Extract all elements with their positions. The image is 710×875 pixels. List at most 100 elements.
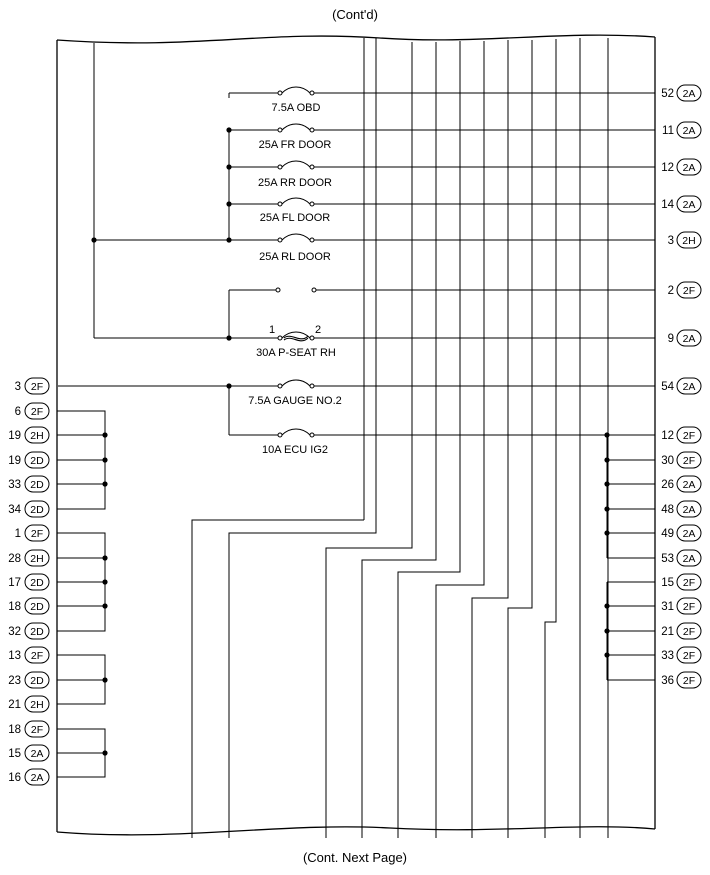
connector-code: 2A (683, 479, 696, 491)
terminal-pin: 36 (661, 675, 674, 687)
connector-badge (676, 671, 702, 689)
fuse-label: 10A ECU IG2 (262, 444, 328, 456)
fuse-label: 25A RR DOOR (258, 177, 332, 189)
connector-badge (676, 451, 702, 469)
pin-1-label: 1 (269, 324, 275, 336)
right-terminal: 36 2F (661, 671, 702, 689)
connector-badge (676, 121, 702, 139)
pass-through-wires (191, 38, 609, 838)
left-terminal: 6 2F (15, 402, 50, 420)
connector-code: 2F (31, 528, 43, 540)
connector-code: 2F (683, 601, 695, 613)
connector-code: 2F (683, 675, 695, 687)
connector-badge (676, 84, 702, 102)
pin-2-label: 2 (315, 324, 321, 336)
connector-code: 2A (683, 553, 696, 565)
connector-code: 2F (31, 406, 43, 418)
connector-badge (676, 281, 702, 299)
top-caption: (Cont'd) (332, 7, 378, 22)
fuse-7-5a-obd: 7.5A OBD (272, 86, 321, 114)
feed-wiring (58, 43, 232, 435)
connector-badge (676, 549, 702, 567)
terminal-pin: 30 (661, 455, 674, 467)
right-terminal: 3 2H (668, 231, 702, 249)
terminal-pin: 6 (15, 406, 21, 418)
terminal-pin: 32 (8, 626, 21, 638)
connector-badge (24, 646, 50, 664)
connector-code: 2A (683, 199, 696, 211)
connector-code: 2A (31, 772, 44, 784)
connector-badge (24, 377, 50, 395)
connector-badge (676, 329, 702, 347)
connector-code: 2D (30, 455, 44, 467)
connector-code: 2H (682, 235, 695, 247)
terminal-pin: 28 (8, 553, 21, 565)
connector-code: 2F (31, 724, 43, 736)
connector-code: 2D (30, 675, 44, 687)
connector-code: 2A (683, 333, 696, 345)
right-terminal: 21 2F (661, 622, 702, 640)
connector-badge (676, 573, 702, 591)
terminal-pin: 3 (668, 235, 674, 247)
connector-code: 2H (30, 699, 43, 711)
terminal-pin: 12 (661, 430, 674, 442)
terminal-pin: 12 (661, 162, 674, 174)
connector-badge (24, 744, 50, 762)
connector-badge (676, 500, 702, 518)
left-terminal: 21 2H (8, 695, 50, 713)
connector-code: 2F (683, 650, 695, 662)
fuse-25a-fl-door: 25A FL DOOR (260, 197, 331, 224)
terminal-pin: 33 (661, 650, 674, 662)
fuse-10a-ecu-ig2: 10A ECU IG2 (262, 428, 328, 456)
left-terminal: 1 2F (15, 524, 50, 542)
connector-badge (676, 524, 702, 542)
connector-code: 2F (31, 650, 43, 662)
connector-badge (24, 500, 50, 518)
terminal-pin: 14 (661, 199, 674, 211)
fuse-label: 25A RL DOOR (259, 251, 331, 263)
fuse-label: 25A FR DOOR (259, 139, 332, 151)
connector-code: 2H (30, 430, 43, 442)
connector-code: 2F (683, 626, 695, 638)
connector-code: 2A (683, 162, 696, 174)
connector-badge (24, 451, 50, 469)
terminal-pin: 11 (662, 125, 674, 137)
terminal-pin: 2 (668, 285, 674, 297)
terminal-pin: 21 (661, 626, 674, 638)
terminal-pin: 49 (661, 528, 674, 540)
terminal-pin: 17 (8, 577, 21, 589)
connector-badge (676, 377, 702, 395)
fuse-25a-rr-door: 25A RR DOOR (258, 160, 332, 189)
fuse-label: 25A FL DOOR (260, 212, 331, 224)
connector-code: 2F (31, 381, 43, 393)
connector-badge (24, 671, 50, 689)
connector-badge (24, 720, 50, 738)
junction-block-outline (56, 34, 656, 836)
connector-code: 2D (30, 479, 44, 491)
connector-badge (676, 195, 702, 213)
terminal-pin: 21 (8, 699, 21, 711)
terminal-pin: 33 (8, 479, 21, 491)
fuse-label: 7.5A OBD (272, 102, 321, 114)
connector-badge (676, 475, 702, 493)
open-terminal-pair (275, 287, 317, 293)
terminal-pin: 1 (15, 528, 21, 540)
connector-code: 2A (683, 528, 696, 540)
fuse-25a-fr-door: 25A FR DOOR (259, 123, 332, 151)
right-terminal: 14 2A (661, 195, 702, 213)
